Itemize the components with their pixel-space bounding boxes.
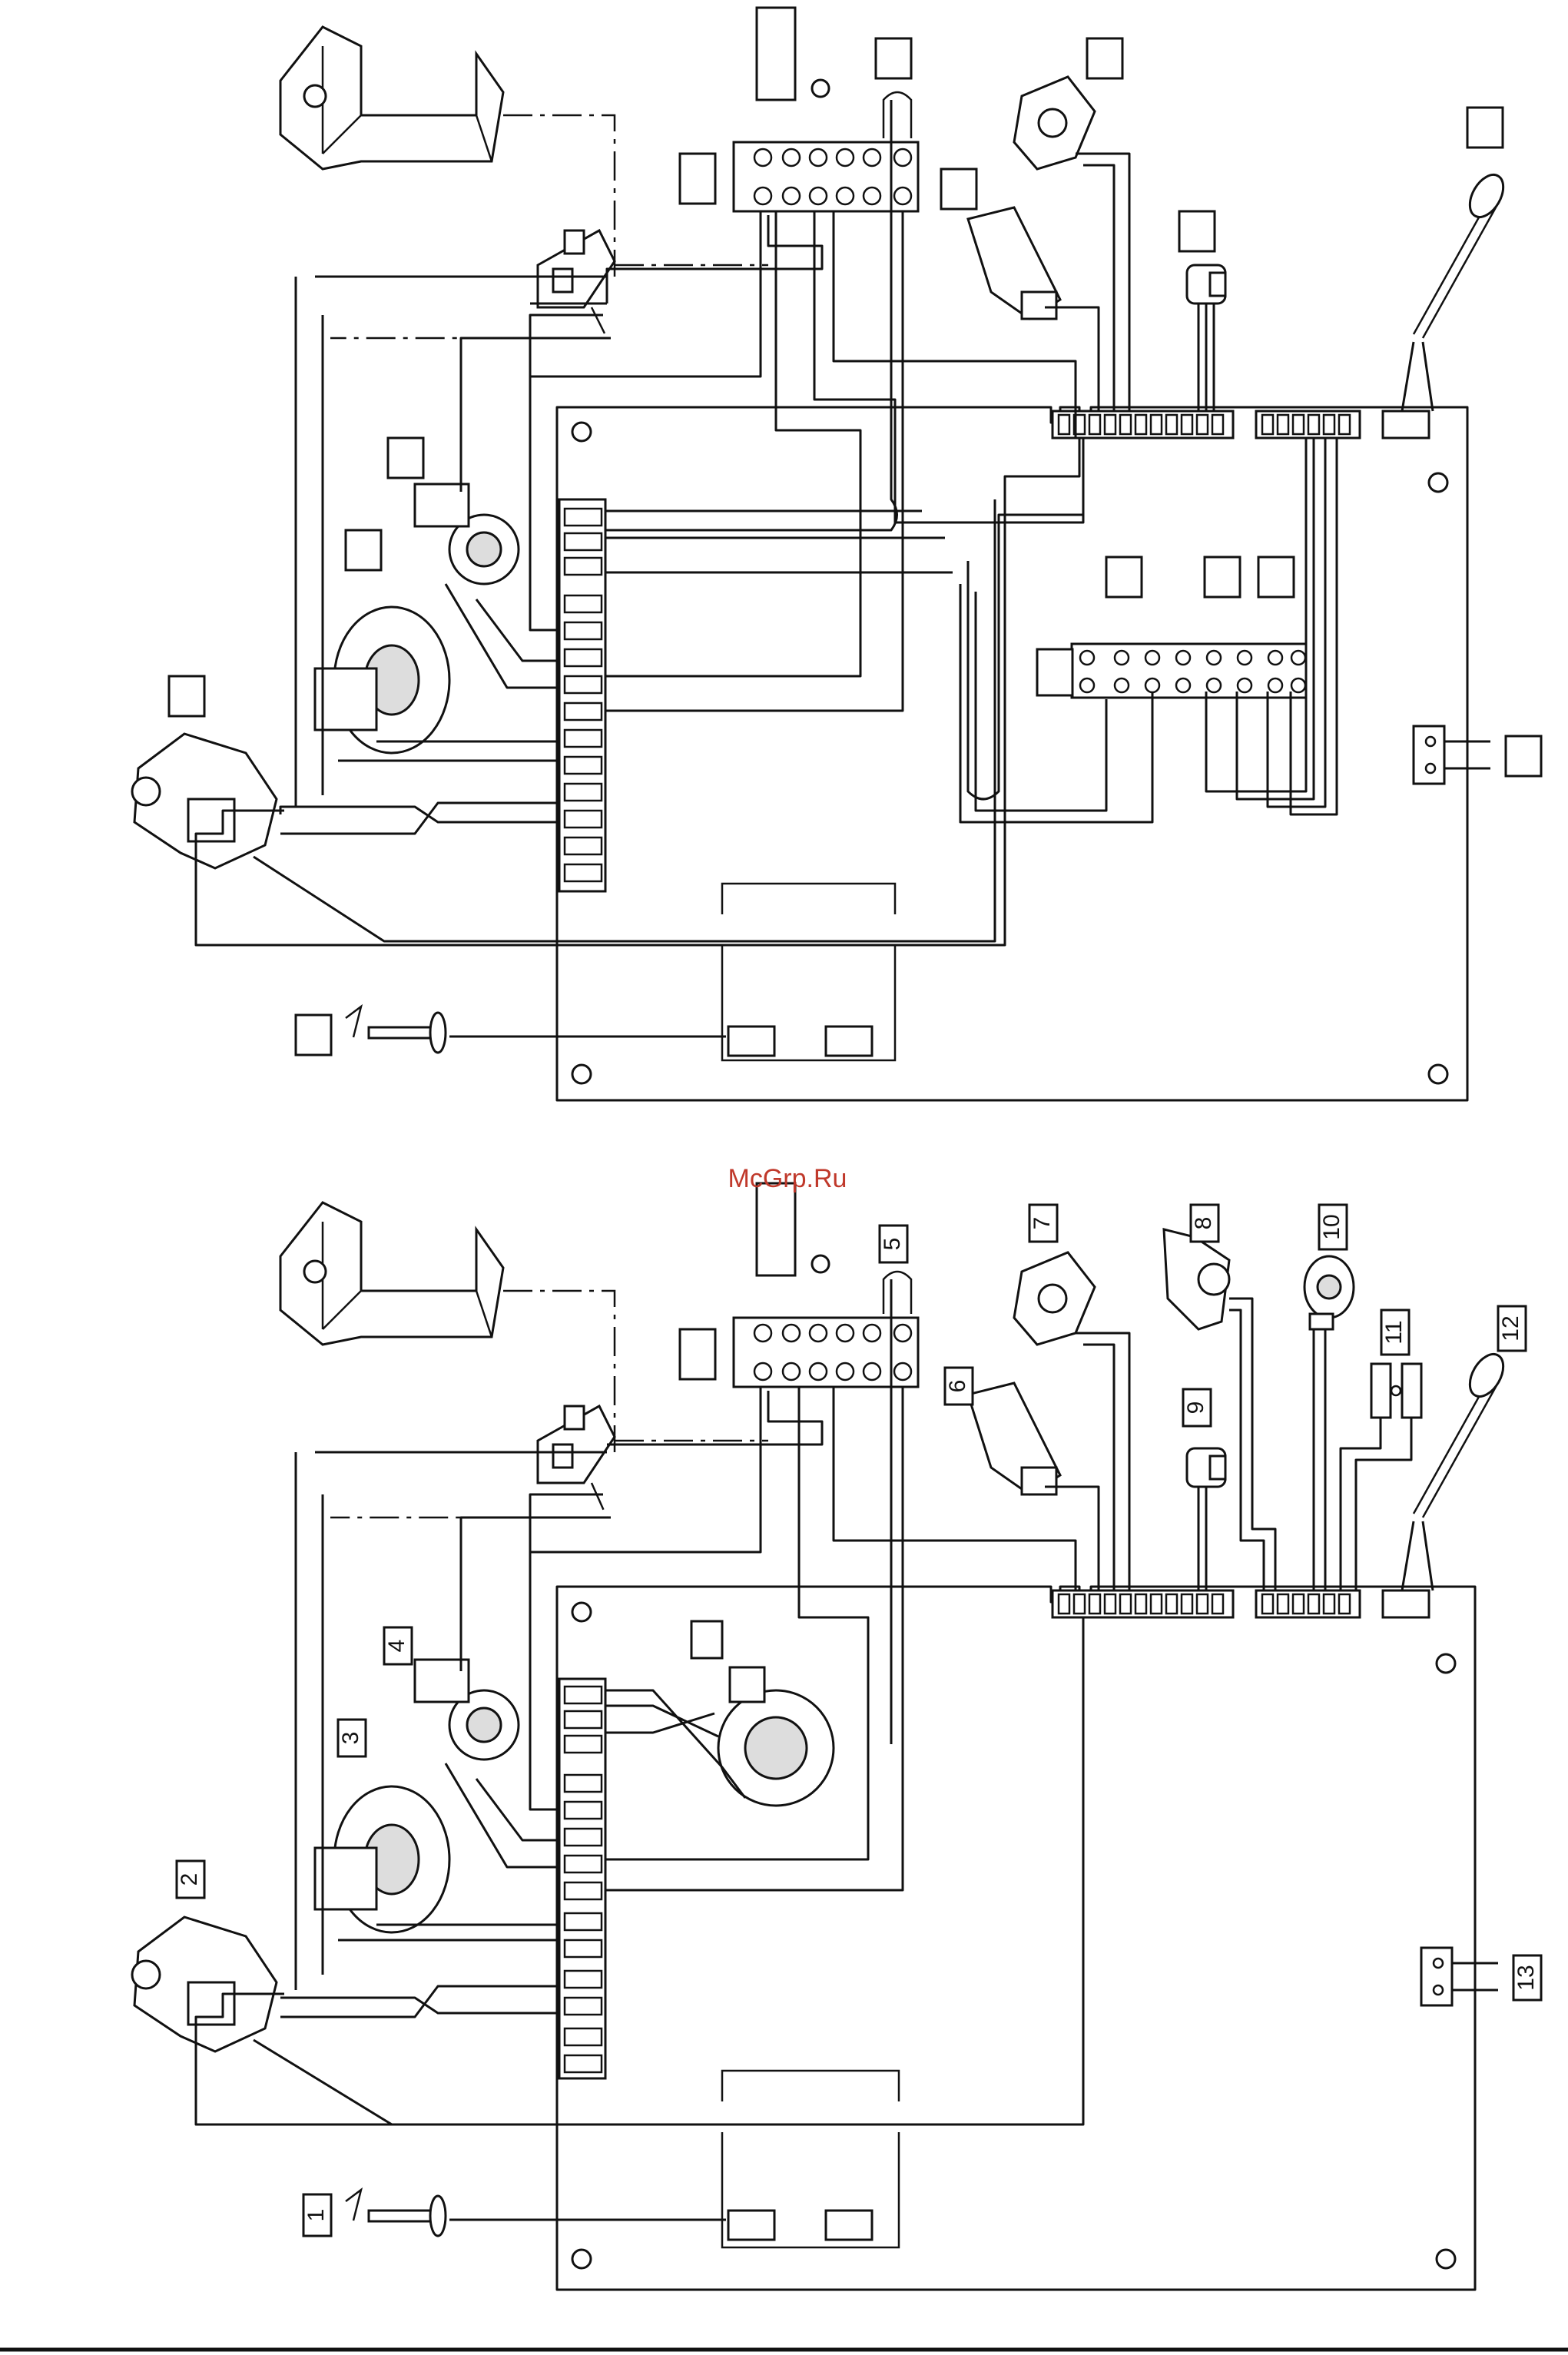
board-left-connector	[559, 499, 605, 891]
watermark: McGrp.Ru	[728, 1164, 847, 1193]
wiring-diagram-top	[132, 8, 1510, 1100]
callout-13-label: 13	[1513, 1965, 1539, 1990]
water-pressure-switch	[1014, 77, 1095, 169]
flow-switch	[968, 207, 1060, 319]
callout-8-label: 8	[1191, 1217, 1216, 1230]
callout-10-label: 10	[1319, 1214, 1344, 1239]
limit-thermostat	[1164, 1229, 1229, 1329]
callout-6-label: 6	[945, 1380, 970, 1393]
board-top-connector	[1053, 1590, 1429, 1617]
board-right-connector	[1421, 1948, 1452, 2005]
overheat-thermostat	[1187, 1448, 1225, 1487]
fan-main	[315, 1786, 449, 1932]
ignition-transformer-bracket	[280, 1202, 503, 1345]
callout-7-label: 7	[1029, 1217, 1055, 1230]
water-pressure-switch	[1014, 1252, 1095, 1345]
ignition-electrode	[346, 1007, 446, 1053]
temperature-sensor	[1304, 1256, 1354, 1329]
ntc-sensor	[1414, 1348, 1510, 1517]
callout-4-label: 4	[384, 1640, 409, 1653]
callout-1-label: 1	[303, 2209, 329, 2222]
board-left-connector	[559, 1679, 605, 2078]
callout-5-label: 5	[880, 1238, 905, 1251]
callout-11-label: 11	[1381, 1320, 1407, 1344]
fan-main	[315, 607, 449, 753]
board-terminal-strip	[1072, 644, 1306, 698]
callout-3-label: 3	[338, 1732, 363, 1745]
room-thermostat-bridge	[1371, 1364, 1421, 1418]
gas-valve	[132, 734, 277, 868]
fan-small	[415, 484, 519, 584]
overheat-thermostat	[1187, 265, 1225, 303]
fan-small	[415, 1660, 519, 1760]
gas-valve	[132, 1917, 277, 2052]
flow-switch	[968, 1383, 1060, 1494]
control-board	[557, 1587, 1475, 2290]
ignition-connector	[538, 231, 615, 307]
ignition-connector	[538, 1406, 615, 1483]
ntc-sensor	[1414, 169, 1510, 338]
callout-2-label: 2	[177, 1873, 202, 1886]
callout-9-label: 9	[1183, 1401, 1208, 1415]
ignition-electrode	[346, 2190, 446, 2236]
board-top-connector	[1053, 411, 1429, 438]
board-right-connector	[1414, 726, 1444, 784]
callout-12-label: 12	[1498, 1315, 1523, 1341]
ignition-transformer-bracket	[280, 27, 503, 169]
